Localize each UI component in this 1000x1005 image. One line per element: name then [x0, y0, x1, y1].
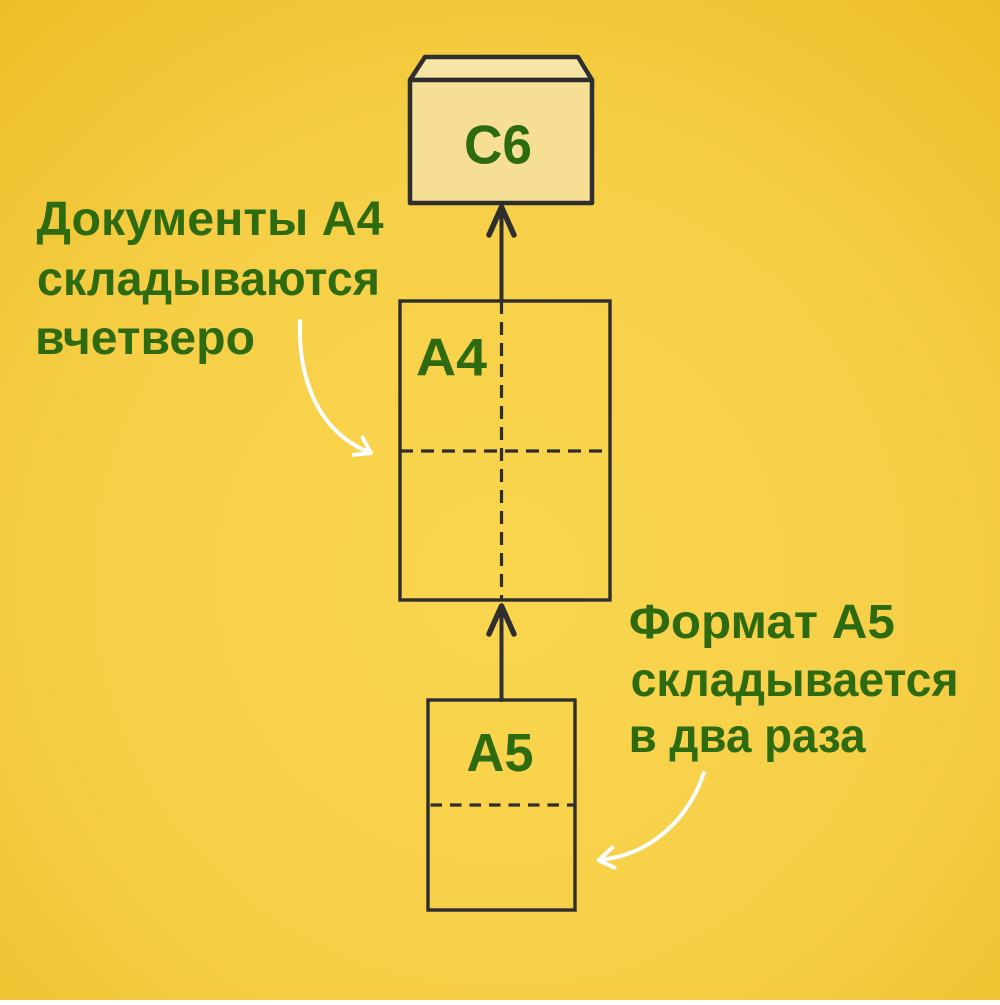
svg-text:складываются: складываются — [37, 253, 380, 306]
svg-text:складывается: складывается — [631, 654, 959, 707]
svg-text:А5: А5 — [467, 723, 534, 783]
svg-text:А4: А4 — [416, 328, 488, 387]
svg-text:в два раза: в два раза — [629, 710, 866, 763]
svg-text:Формат А5: Формат А5 — [629, 596, 895, 649]
svg-text:C6: C6 — [464, 114, 532, 176]
svg-text:Документы А4: Документы А4 — [37, 193, 384, 246]
svg-text:вчетверо: вчетверо — [35, 312, 255, 365]
